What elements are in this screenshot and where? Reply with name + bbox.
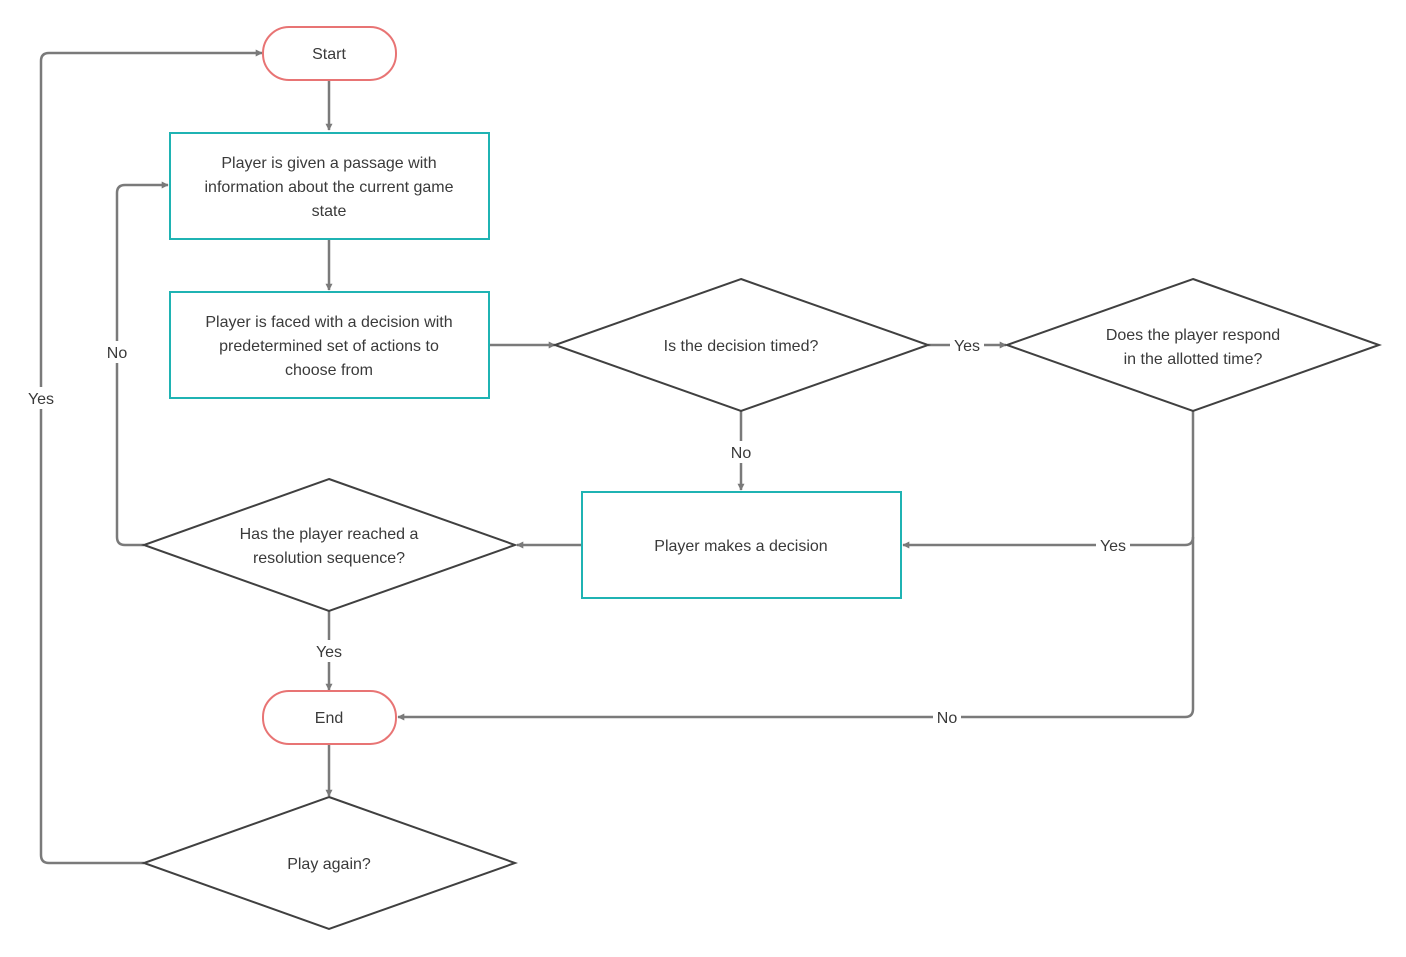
node-faced-line-3: choose from <box>285 362 373 379</box>
edge-labels: Yes No Yes No No Yes Yes <box>24 334 1130 728</box>
node-makes: Player makes a decision <box>581 491 902 599</box>
edge-label-respond-no: No <box>933 706 961 728</box>
node-end-text: End <box>315 710 343 727</box>
node-passage-line-2: information about the current game <box>204 179 453 196</box>
process-shape <box>581 491 902 599</box>
edge-label-resolution-no: No <box>103 341 131 363</box>
node-start-text: Start <box>312 46 346 63</box>
process-shape <box>169 132 490 240</box>
node-again: Play again? <box>141 795 518 931</box>
node-timed-line-1: Is the decision timed? <box>664 338 819 355</box>
node-passage-line-1: Player is given a passage with <box>221 155 436 172</box>
node-passage-line-3: state <box>312 203 347 220</box>
edge-label-timed-no: No <box>727 441 755 463</box>
node-resolution-line-1: Has the player reached a <box>240 526 419 543</box>
edge-label-resolution-yes: Yes <box>312 640 346 662</box>
decision-shape <box>141 795 518 931</box>
terminal-shape <box>262 690 397 745</box>
decision-shape <box>1004 277 1382 413</box>
decision-shape <box>141 477 518 613</box>
edge-respond-no <box>397 537 1195 721</box>
terminal-shape <box>262 26 397 81</box>
nodes: Start Player is given a passage with inf… <box>141 26 1382 931</box>
decision-shape <box>552 277 932 413</box>
edge-label-respond-yes: Yes <box>1096 534 1130 556</box>
node-respond-line-2: in the allotted time? <box>1124 351 1263 368</box>
edge-respond-yes <box>902 411 1195 549</box>
node-timed: Is the decision timed? <box>552 277 932 413</box>
node-respond: Does the player respond in the allotted … <box>1004 277 1382 413</box>
node-makes-line-1: Player makes a decision <box>654 538 827 555</box>
edge-label-text: Yes <box>316 644 342 661</box>
edge-label-text: No <box>937 710 958 727</box>
edge-label-text: Yes <box>28 391 54 408</box>
edge-resolution-no <box>115 181 169 547</box>
node-again-line-1: Play again? <box>287 856 371 873</box>
node-end: End <box>262 690 397 745</box>
edge-label-text: Yes <box>1100 538 1126 555</box>
edge-label-text: No <box>731 445 752 462</box>
node-resolution-line-2: resolution sequence? <box>253 550 405 567</box>
edge-label-text: Yes <box>954 338 980 355</box>
edge-label-timed-yes: Yes <box>950 334 984 356</box>
edge-again-yes <box>39 49 263 865</box>
process-shape <box>169 291 490 399</box>
node-faced-line-1: Player is faced with a decision with <box>205 314 452 331</box>
node-passage: Player is given a passage with informati… <box>169 132 490 240</box>
node-resolution: Has the player reached a resolution sequ… <box>141 477 518 613</box>
edge-label-again-yes: Yes <box>24 387 58 409</box>
node-start: Start <box>262 26 397 81</box>
node-faced-line-2: predetermined set of actions to <box>219 338 439 355</box>
node-respond-line-1: Does the player respond <box>1106 327 1280 344</box>
edges <box>39 49 1195 865</box>
edge-label-text: No <box>107 345 128 362</box>
node-faced: Player is faced with a decision with pre… <box>169 291 490 399</box>
